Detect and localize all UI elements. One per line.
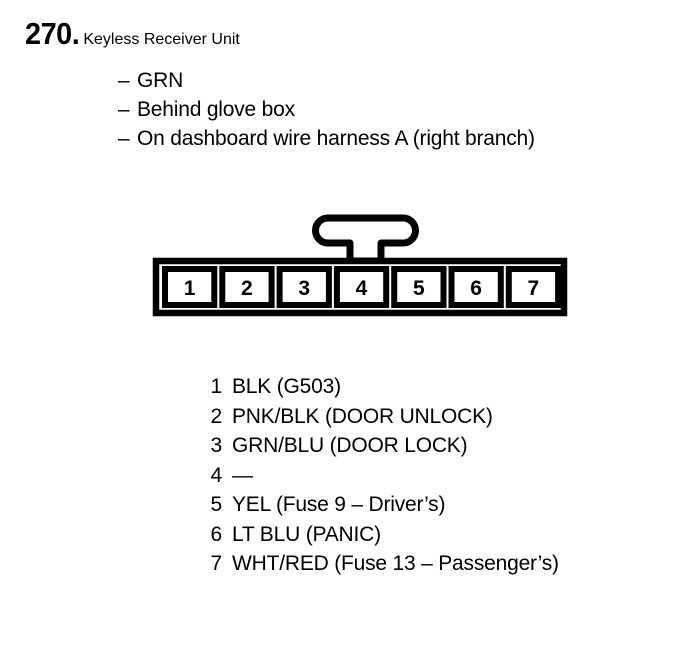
pin-number-label: 2 [241, 277, 253, 300]
pin-number-label: 3 [298, 277, 310, 300]
title-number: 270. [25, 16, 80, 51]
pin-list-item: 7 WHT/RED (Fuse 13 – Passenger’s) [200, 549, 559, 579]
pin-list-description: PNK/BLK (DOOR UNLOCK) [232, 404, 493, 428]
pin-list-description: LT BLU (PANIC) [232, 522, 381, 546]
pin-list-number: 4 [210, 463, 223, 487]
note-label: On dashboard wire harness A (right branc… [137, 127, 535, 150]
pin-list-item: 1 BLK (G503) [200, 372, 559, 402]
pin-cell-6 [448, 266, 504, 308]
en-dash-bullet-icon: – [118, 69, 130, 92]
pin-list-item: 2 PNK/BLK (DOOR UNLOCK) [200, 402, 559, 432]
en-dash-bullet-icon: – [118, 98, 130, 121]
pin-list-number: 1 [210, 375, 223, 398]
note-label: Behind glove box [137, 98, 295, 121]
pin-cell-7 [505, 266, 562, 308]
pin-list-item: 3 GRN/BLU (DOOR LOCK) [200, 431, 559, 461]
connector-latch-tab [312, 214, 419, 265]
note-label: GRN [137, 69, 184, 92]
pin-cell-4 [333, 266, 390, 308]
note-item: – Behind glove box [118, 95, 678, 124]
pin-list-description: BLK (G503) [232, 375, 341, 398]
note-item: – On dashboard wire harness A (right bra… [118, 124, 678, 153]
pin-assignment-list: 1 BLK (G503) 2 PNK/BLK (DOOR UNLOCK) 3 G… [200, 372, 559, 579]
connector-svg: 1 2 3 4 5 6 7 [152, 214, 568, 317]
pin-list-item: 6 LT BLU (PANIC) [200, 520, 559, 550]
connector-pin-cells [162, 266, 562, 308]
pin-number-label: 4 [356, 277, 368, 300]
connector-pin-numbers: 1 2 3 4 5 6 7 [184, 277, 539, 300]
pin-list-number: 3 [210, 434, 223, 457]
pin-list-item: 4 — [200, 461, 559, 491]
page-title: 270. Keyless Receiver Unit [25, 16, 240, 52]
pin-cell-3 [276, 266, 332, 308]
pin-cell-5 [391, 266, 447, 308]
pin-number-label: 1 [184, 277, 196, 300]
pin-cell-1 [162, 266, 218, 308]
connector-diagram: 1 2 3 4 5 6 7 [150, 205, 580, 330]
pin-list-number: 6 [210, 522, 223, 546]
pin-list-description: YEL (Fuse 9 – Driver’s) [232, 493, 446, 516]
pin-number-label: 5 [413, 277, 425, 300]
pin-list-description: — [232, 463, 253, 487]
pin-number-label: 6 [470, 277, 482, 300]
pin-number-label: 7 [528, 277, 540, 300]
notes-list: – GRN – Behind glove box – On dashboard … [118, 66, 678, 153]
note-item: – GRN [118, 66, 678, 95]
pin-list-number: 5 [210, 493, 223, 516]
pin-cell-2 [219, 266, 275, 308]
pin-list-description: GRN/BLU (DOOR LOCK) [232, 434, 468, 457]
pin-list-description: WHT/RED (Fuse 13 – Passenger’s) [232, 552, 559, 575]
pin-list-number: 2 [210, 404, 223, 428]
en-dash-bullet-icon: – [118, 127, 130, 150]
title-text: Keyless Receiver Unit [83, 31, 240, 48]
pin-list-item: 5 YEL (Fuse 9 – Driver’s) [200, 490, 559, 520]
pin-list-number: 7 [210, 552, 223, 575]
